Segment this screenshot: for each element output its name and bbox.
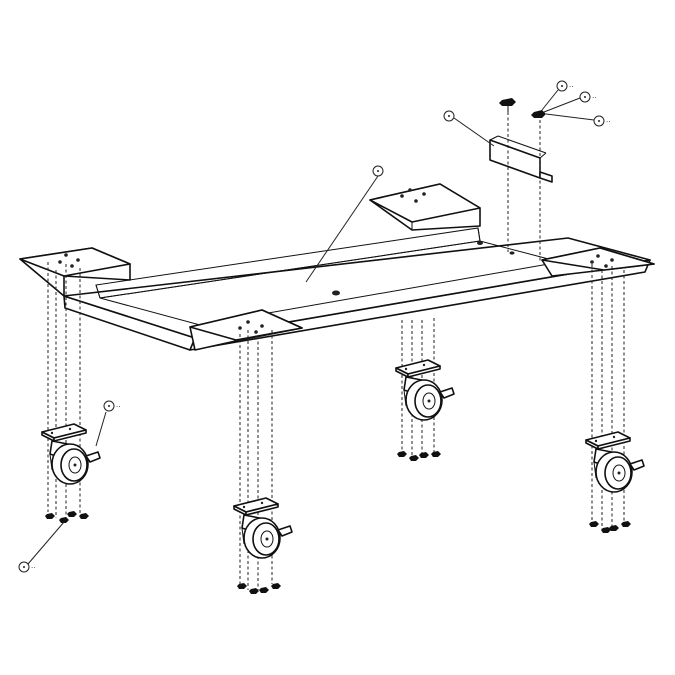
nuts-left xyxy=(45,511,89,523)
nuts-front xyxy=(237,583,281,594)
mounting-plate xyxy=(489,135,553,183)
callout-nut-bottom: ·· xyxy=(18,521,65,573)
caster-wheel-back xyxy=(395,359,455,421)
caster-wheel-left xyxy=(41,423,101,485)
callout-caster: ·· xyxy=(95,400,120,447)
callout-washer-label: ·· xyxy=(592,94,596,102)
callout-bolt-label: ·· xyxy=(569,83,573,91)
nuts-right xyxy=(589,521,631,533)
callout-plate xyxy=(443,110,495,147)
base-frame xyxy=(63,227,651,351)
corner-mount-bracket-front xyxy=(189,309,303,351)
corner-mount-bracket-left xyxy=(19,247,131,297)
callout-nut-bottom-label: ·· xyxy=(31,564,35,572)
corner-mount-bracket-right xyxy=(541,247,655,277)
caster-wheel-right xyxy=(585,431,645,493)
callout-bolt: ·· xyxy=(541,80,573,111)
nuts-back xyxy=(397,451,441,461)
callout-nut-top: ·· xyxy=(545,113,610,127)
callout-caster-label: ·· xyxy=(116,403,120,411)
callout-frame xyxy=(305,165,384,283)
washer-top xyxy=(531,110,546,118)
corner-mount-bracket-back xyxy=(369,183,481,231)
caster-wheel-front xyxy=(233,497,293,559)
bolt-top xyxy=(499,98,516,112)
callout-washer: ·· xyxy=(543,91,596,113)
callout-nut-top-label: ·· xyxy=(606,118,610,126)
